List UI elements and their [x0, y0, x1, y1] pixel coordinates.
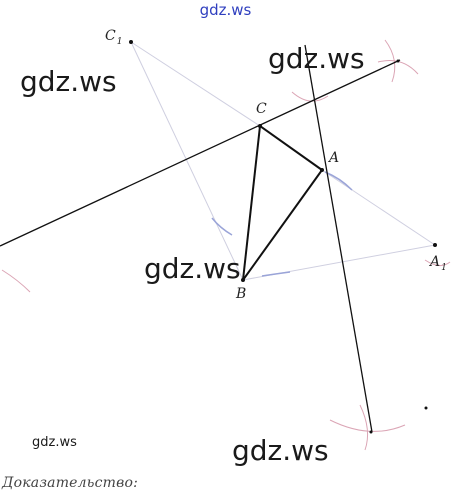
triangle-abc: [242, 125, 323, 281]
side-bc: [242, 125, 261, 281]
watermark-top[interactable]: gdz.ws: [199, 1, 252, 19]
proof-heading: Доказательство:: [2, 475, 139, 491]
point-bottom: [369, 430, 373, 434]
label-c: C: [256, 101, 267, 117]
construction-lines: [130, 41, 436, 281]
point-a: [320, 168, 324, 172]
point-top-right: [396, 59, 400, 63]
watermark-center: gdz.ws: [144, 252, 241, 285]
construction-line-a-a1: [321, 169, 436, 246]
watermark-bottom-center: gdz.ws: [232, 434, 329, 467]
stroke-near-b: [261, 271, 291, 277]
point-b: [241, 278, 245, 282]
arc-left: [1, 269, 31, 293]
label-a: A: [327, 150, 339, 166]
compass-arcs: [1, 39, 451, 451]
point-a1: [433, 243, 437, 247]
side-ca: [259, 125, 323, 171]
arc-upper-mid: [291, 91, 329, 102]
arc-bottom-1: [329, 419, 406, 432]
watermark-bottom-left: gdz.ws: [32, 435, 77, 450]
arc-bottom-2: [359, 404, 369, 451]
label-a1: A1: [428, 254, 447, 273]
point-c1: [129, 40, 133, 44]
construction-line-c1-b: [130, 41, 244, 281]
arc-right-low: [424, 259, 451, 266]
points: [129, 40, 437, 434]
side-ab: [242, 169, 323, 281]
label-c1: C1: [105, 28, 122, 47]
line-through-c: [0, 59, 401, 247]
point-bottom-right: [424, 406, 428, 410]
stroke-left-c: [211, 217, 233, 236]
arc-top-right-2: [377, 60, 419, 75]
watermark-left: gdz.ws: [20, 65, 117, 98]
label-b: B: [235, 286, 246, 302]
line-through-a: [304, 44, 373, 433]
watermark-mid-right: gdz.ws: [268, 42, 365, 75]
construction-line-c1-c: [130, 41, 261, 127]
point-c: [258, 124, 262, 128]
